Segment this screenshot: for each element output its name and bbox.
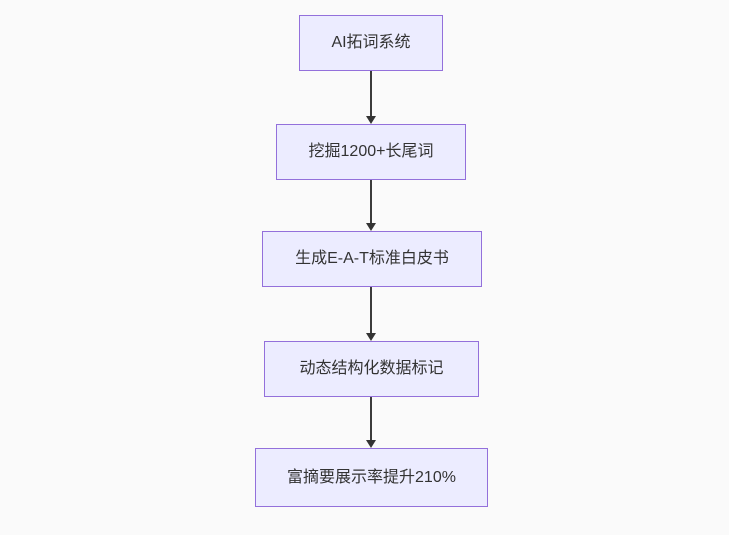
flow-arrow-1 (365, 71, 377, 124)
flow-node-label: AI拓词系统 (331, 34, 411, 52)
flow-node-eat-whitepaper: 生成E-A-T标准白皮书 (262, 231, 482, 287)
arrow-line (370, 397, 372, 441)
arrow-line (370, 287, 372, 334)
flow-node-structured-data-markup: 动态结构化数据标记 (264, 341, 479, 397)
flow-node-longtail-mining: 挖掘1200+长尾词 (276, 124, 466, 180)
flow-node-label: 挖掘1200+长尾词 (308, 143, 434, 161)
flow-node-rich-snippet-result: 富摘要展示率提升210% (255, 448, 488, 507)
flow-node-label: 生成E-A-T标准白皮书 (295, 250, 449, 268)
flow-arrow-3 (365, 287, 377, 341)
arrowhead-down-icon (366, 333, 376, 341)
flow-node-label: 动态结构化数据标记 (299, 360, 444, 378)
arrow-line (370, 180, 372, 224)
arrowhead-down-icon (366, 440, 376, 448)
flow-arrow-2 (365, 180, 377, 231)
flow-arrow-4 (365, 397, 377, 448)
flow-node-label: 富摘要展示率提升210% (287, 468, 456, 486)
arrowhead-down-icon (366, 223, 376, 231)
arrowhead-down-icon (366, 116, 376, 124)
flow-node-ai-word-expansion: AI拓词系统 (299, 15, 443, 71)
arrow-line (370, 71, 372, 117)
